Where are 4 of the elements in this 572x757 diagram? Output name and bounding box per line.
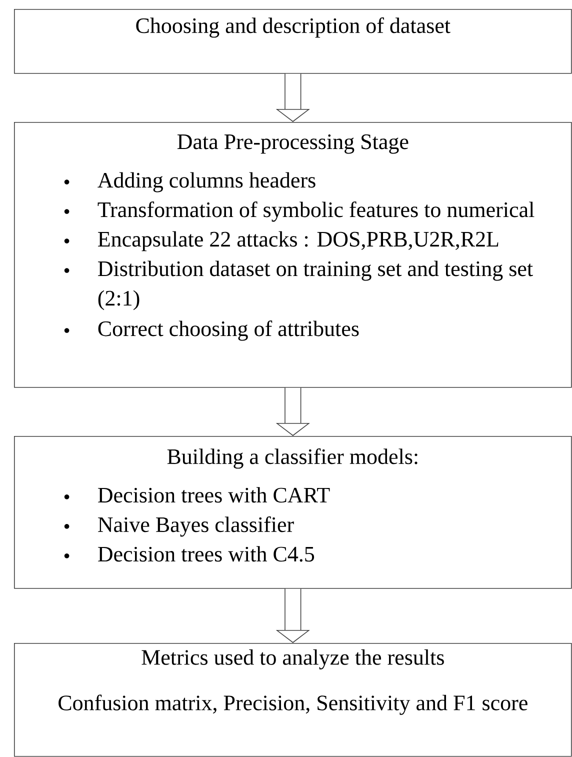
process-box: Building a classifier models: Decision trees with CART Naive Bayes classifier Decision trees with C4.5 (14, 436, 572, 589)
process-box: Metrics used to analyze the results Confusion matrix, Precision, Sensitivity and F1 score (14, 643, 572, 757)
process-box: Data Pre-processing Stage Adding columns headers Transformation of symbolic features to numerical Encapsulate 22 attacks : DOS,PRB,U2R,R2L Distribution dataset on training set and testing set (2:1) Correct choosing of attributes (14, 122, 572, 388)
process-box: Choosing and description of dataset (14, 9, 572, 74)
